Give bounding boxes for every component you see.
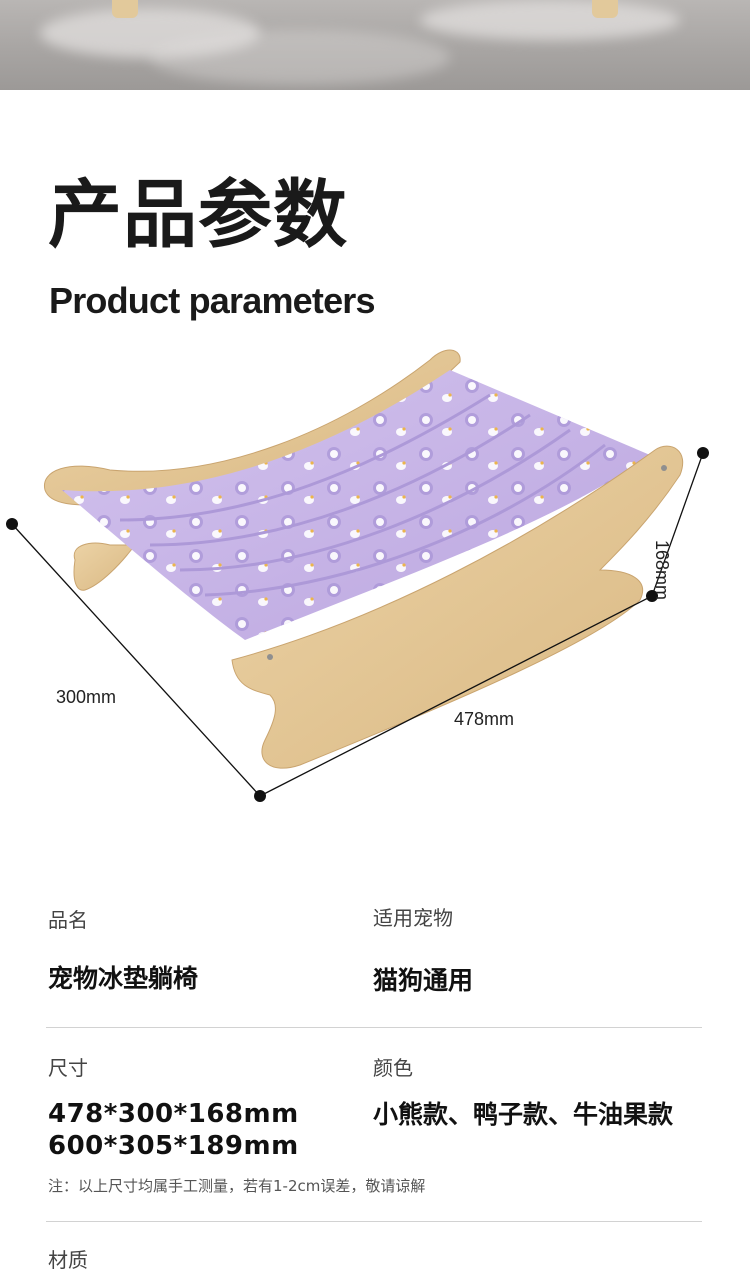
dimension-dot — [646, 590, 658, 602]
dimension-height-label: 168mm — [652, 540, 672, 601]
color-value: 小熊款、鸭子款、牛油果款 — [373, 1100, 674, 1129]
applicable-pet-value: 猫狗通用 — [373, 966, 474, 995]
dimension-dot — [6, 518, 18, 530]
dimension-dot — [697, 447, 709, 459]
divider — [46, 1221, 702, 1222]
size-value-2: 600*305*189mm — [48, 1131, 299, 1161]
page-title-cn: 产品参数 — [48, 172, 348, 258]
dimension-lines — [6, 447, 709, 802]
product-name-value: 宠物冰垫躺椅 — [48, 964, 199, 993]
product-name-label: 品名 — [48, 908, 88, 932]
page-title-en: Product parameters — [49, 280, 376, 321]
dimension-depth-label: 300mm — [56, 687, 117, 707]
divider — [46, 1027, 702, 1028]
color-label: 颜色 — [373, 1056, 413, 1080]
measurement-note: 注：以上尺寸均属手工测量，若有1-2cm误差，敬请谅解 — [48, 1177, 426, 1195]
product-figure — [6, 349, 709, 802]
table-leg-left — [112, 0, 138, 18]
top-photo-banner — [0, 0, 750, 90]
front-frame — [231, 445, 684, 769]
material-label: 材质 — [48, 1248, 88, 1272]
size-value-1: 478*300*168mm — [48, 1099, 299, 1129]
size-label: 尺寸 — [48, 1056, 88, 1080]
table-leg-right — [592, 0, 618, 18]
fabric-bed — [62, 370, 650, 640]
applicable-pet-label: 适用宠物 — [373, 906, 453, 930]
dimension-dot — [254, 790, 266, 802]
dimension-length-label: 478mm — [454, 709, 515, 729]
